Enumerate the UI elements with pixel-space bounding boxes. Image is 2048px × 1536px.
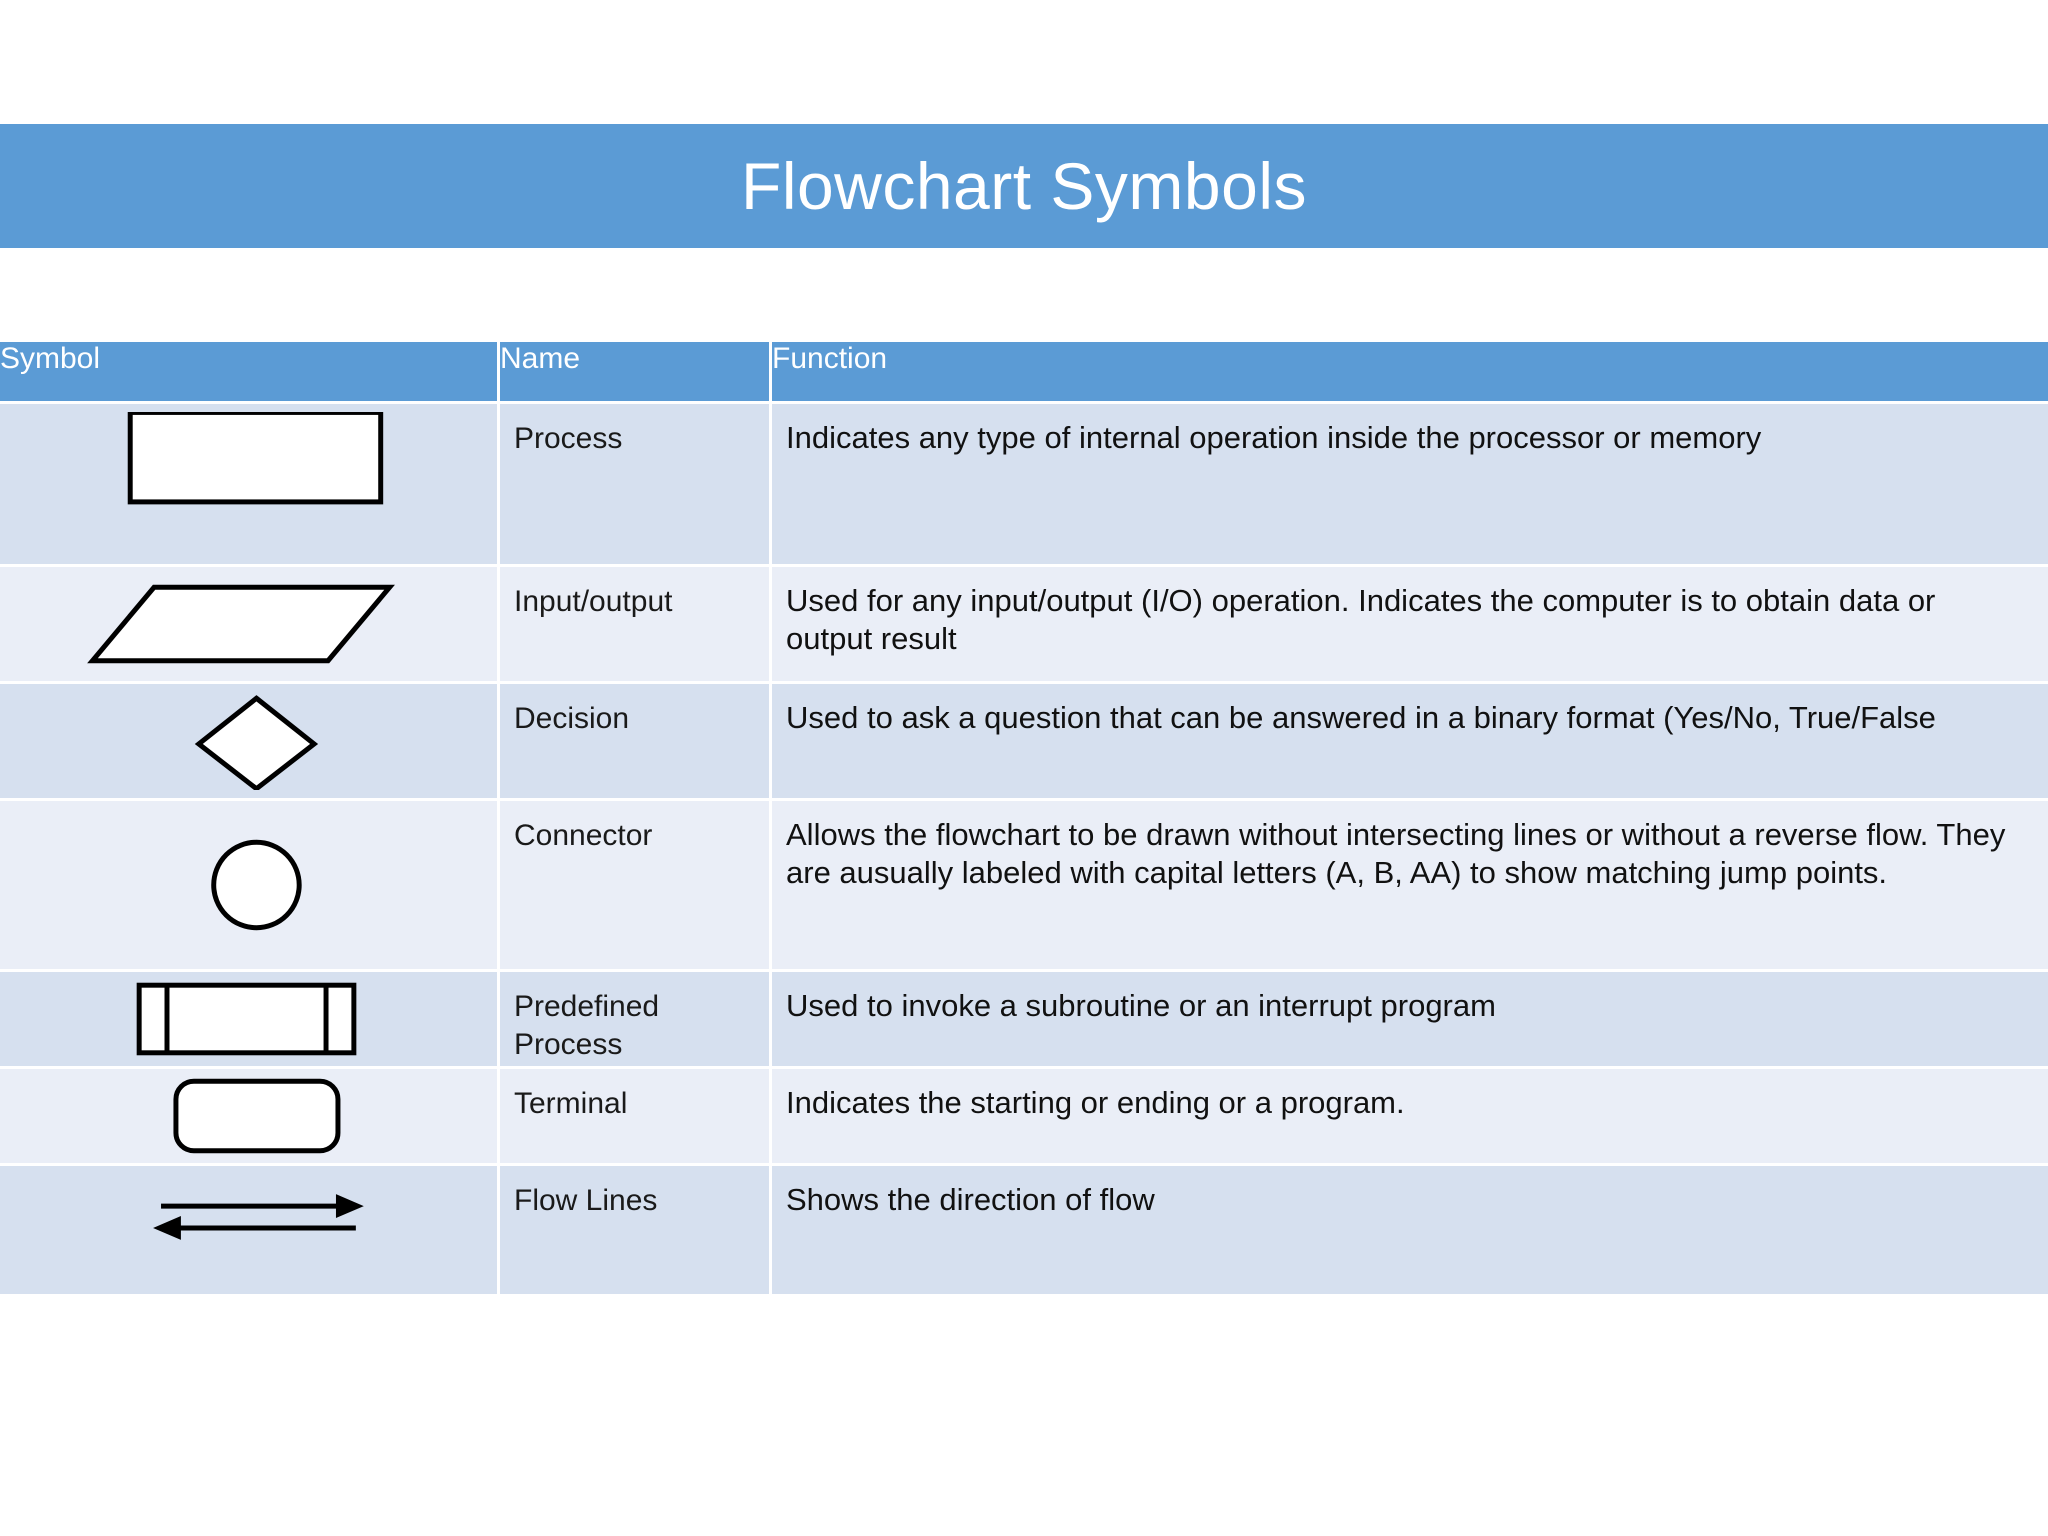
column-header-name: Name [500, 342, 772, 404]
rounded-rectangle-terminal-icon [173, 1078, 341, 1154]
table-row: Connector Allows the flowchart to be dra… [0, 801, 2048, 972]
symbol-function: Allows the flowchart to be drawn without… [772, 801, 2048, 972]
diamond-decision-icon [194, 695, 319, 790]
column-header-function: Function [772, 342, 2048, 404]
symbol-cell [0, 404, 500, 567]
symbol-cell [0, 972, 500, 1069]
symbol-cell [0, 1166, 500, 1297]
table-row: Terminal Indicates the starting or endin… [0, 1069, 2048, 1166]
rectangle-process-icon [127, 412, 384, 505]
parallelogram-input-output-icon [87, 584, 395, 664]
double-arrow-flow-lines-icon [153, 1194, 364, 1240]
symbol-cell [0, 801, 500, 972]
symbol-name: Predefined Process [500, 972, 772, 1069]
table-row: Decision Used to ask a question that can… [0, 684, 2048, 801]
column-header-symbol: Symbol [0, 342, 500, 404]
symbol-function: Shows the direction of flow [772, 1166, 2048, 1297]
symbol-cell [0, 684, 500, 801]
circle-connector-icon [211, 839, 302, 931]
symbol-cell [0, 1069, 500, 1166]
symbol-name: Terminal [500, 1069, 772, 1166]
symbol-name: Process [500, 404, 772, 567]
symbol-function: Used for any input/output (I/O) operatio… [772, 567, 2048, 684]
symbol-function: Indicates the starting or ending or a pr… [772, 1069, 2048, 1166]
table-row: Process Indicates any type of internal o… [0, 404, 2048, 567]
symbol-function: Indicates any type of internal operation… [772, 404, 2048, 567]
predefined-process-icon [136, 982, 357, 1056]
slide-title-banner: Flowchart Symbols [0, 124, 2048, 248]
page-title: Flowchart Symbols [741, 149, 1307, 223]
symbol-function: Used to invoke a subroutine or an interr… [772, 972, 2048, 1069]
table-row: Input/output Used for any input/output (… [0, 567, 2048, 684]
table-header-row: Symbol Name Function [0, 342, 2048, 404]
symbol-cell [0, 567, 500, 684]
symbol-function: Used to ask a question that can be answe… [772, 684, 2048, 801]
table-row: Flow Lines Shows the direction of flow [0, 1166, 2048, 1297]
symbol-name: Flow Lines [500, 1166, 772, 1297]
flowchart-symbols-table: Symbol Name Function Process Indicates a… [0, 342, 2048, 1297]
symbol-name: Decision [500, 684, 772, 801]
symbol-name: Input/output [500, 567, 772, 684]
table-row: Predefined Process Used to invoke a subr… [0, 972, 2048, 1069]
symbol-name: Connector [500, 801, 772, 972]
